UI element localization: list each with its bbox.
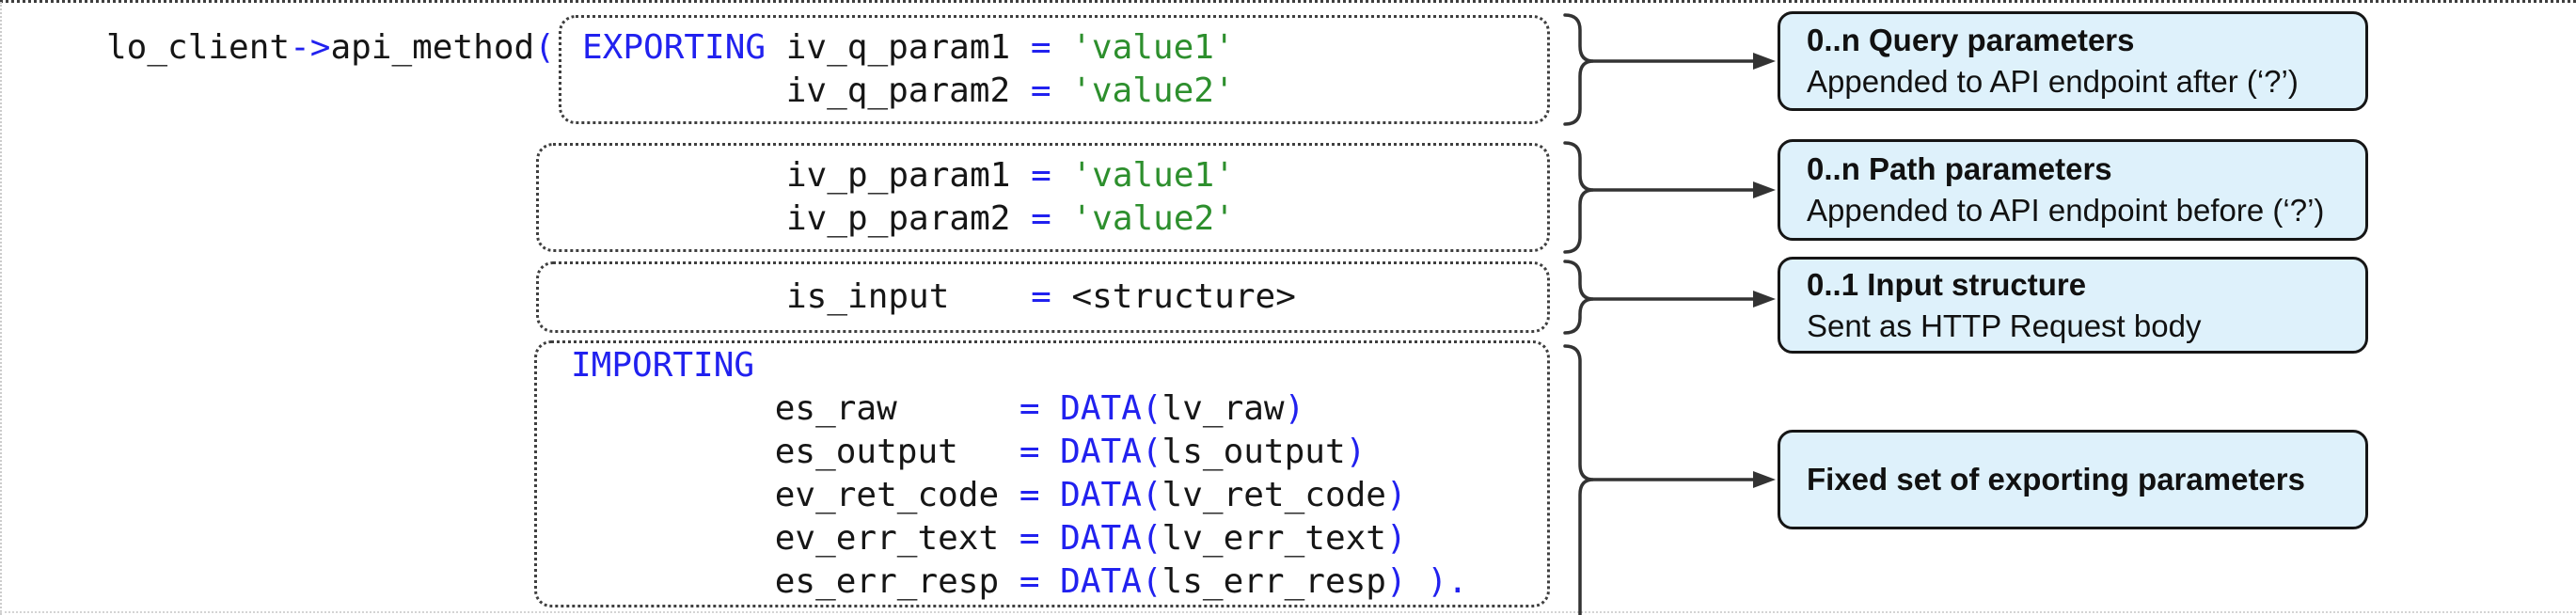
callout-title: Fixed set of exporting parameters xyxy=(1807,462,2305,497)
arrowhead-icon-path xyxy=(1753,181,1776,198)
arrowhead-icon-exporting xyxy=(1753,471,1776,488)
callout-subtitle: Sent as HTTP Request body xyxy=(1807,308,2202,343)
brace-connector-exporting xyxy=(1563,344,1594,615)
callout-title: 0..1 Input structure xyxy=(1807,266,2087,302)
brace-connector-input xyxy=(1563,260,1594,335)
code-query-parameters: EXPORTING iv_q_param1 = 'value1' iv_q_pa… xyxy=(582,28,1235,110)
brace-connector-query xyxy=(1563,13,1594,126)
callout-exporting-parameters: Fixed set of exporting parameters xyxy=(1778,430,2368,529)
arrowhead-icon-query xyxy=(1753,53,1776,70)
callout-title: 0..n Query parameters xyxy=(1807,23,2135,57)
cropped-outer-dashed-box-left-edge xyxy=(0,2,2,615)
callout-subtitle: Appended to API endpoint after (‘?’) xyxy=(1807,64,2299,99)
callout-input-structure: 0..1 Input structure Sent as HTTP Reques… xyxy=(1778,257,2368,354)
code-box-path-parameters: iv_p_param1 = 'value1'iv_p_param2 = 'val… xyxy=(536,143,1550,252)
code-box-input-structure: is_input = <structure> xyxy=(536,261,1550,333)
code-exporting-parameters: IMPORTING es_raw = DATA(lv_raw) es_outpu… xyxy=(571,346,1468,601)
cropped-outer-dashed-box-bottom-edge xyxy=(0,611,2576,613)
brace-connector-path xyxy=(1563,141,1594,254)
code-box-query-parameters: EXPORTING iv_q_param1 = 'value1' iv_q_pa… xyxy=(559,15,1550,124)
code-invocation-line: lo_client->api_method( xyxy=(106,28,555,67)
code-path-parameters: iv_p_param1 = 'value1'iv_p_param2 = 'val… xyxy=(786,156,1235,238)
callout-path-parameters: 0..n Path parameters Appended to API end… xyxy=(1778,139,2368,241)
callout-subtitle: Appended to API endpoint before (‘?’) xyxy=(1807,193,2325,228)
code-box-exporting-parameters: IMPORTING es_raw = DATA(lv_raw) es_outpu… xyxy=(534,340,1550,607)
cropped-outer-dashed-box-top-edge xyxy=(0,0,2576,3)
arrowhead-icon-input xyxy=(1753,291,1776,308)
callout-query-parameters: 0..n Query parameters Appended to API en… xyxy=(1778,11,2368,111)
callout-title: 0..n Path parameters xyxy=(1807,151,2112,186)
code-input-structure: is_input = <structure> xyxy=(786,277,1296,316)
